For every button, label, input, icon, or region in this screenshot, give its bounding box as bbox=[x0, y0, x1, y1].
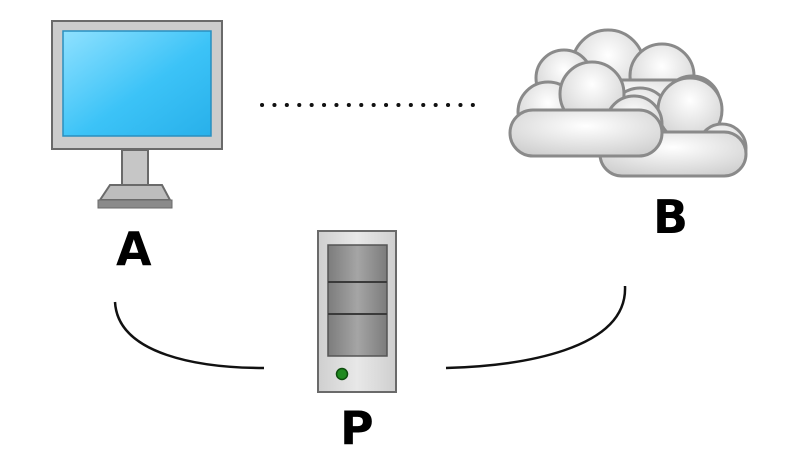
server-tower-icon bbox=[317, 230, 397, 393]
computer-monitor-icon bbox=[51, 20, 223, 209]
cloud-icon bbox=[508, 28, 748, 178]
connection-b-p bbox=[445, 285, 627, 370]
node-a-label: A bbox=[116, 222, 152, 276]
node-p-label: P bbox=[340, 401, 374, 455]
power-led-icon bbox=[335, 367, 349, 381]
node-b-label: B bbox=[653, 190, 689, 244]
connection-a-p bbox=[113, 301, 265, 370]
